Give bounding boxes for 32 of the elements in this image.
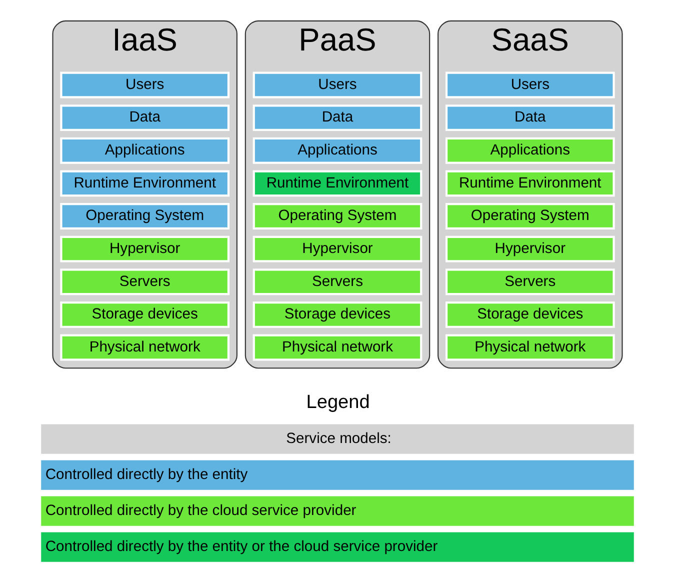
legend-label: Controlled directly by the entity or the cloud service provider — [45, 538, 438, 555]
node-box: Storage devices — [60, 301, 230, 328]
node-box: Runtime Environment — [60, 170, 230, 197]
node-box: Hypervisor — [445, 236, 615, 262]
node-box: Servers — [445, 268, 615, 296]
legend-label: Controlled directly by the cloud service provider — [45, 502, 356, 519]
legend-label: Service models: — [286, 430, 392, 447]
node-box: Servers — [60, 268, 230, 296]
node-box: Physical network — [60, 334, 230, 361]
node-box: Physical network — [445, 334, 615, 361]
node-box: Operating System — [60, 203, 230, 230]
node-box: Operating System — [445, 203, 615, 230]
node-box: Users — [252, 72, 422, 98]
node-box: Runtime Environment — [445, 170, 615, 197]
node-box: Hypervisor — [252, 236, 422, 262]
node-box: Operating System — [252, 203, 422, 230]
node-box: Physical network — [252, 334, 422, 361]
legend-label: Controlled directly by the entity — [45, 466, 248, 483]
node-box: Data — [445, 104, 615, 132]
node-box: Storage devices — [252, 301, 422, 328]
node-box: Applications — [445, 137, 615, 164]
label: Legend — [306, 392, 370, 413]
node-box: Users — [60, 72, 230, 98]
node-box: Storage devices — [445, 301, 615, 328]
node-box: Runtime Environment — [252, 170, 422, 197]
node-box: Applications — [60, 137, 230, 164]
node-box: Servers — [252, 268, 422, 296]
node-box: Hypervisor — [60, 236, 230, 262]
node-box: Applications — [252, 137, 422, 164]
node-box: Data — [252, 104, 422, 132]
node-box: Users — [445, 72, 615, 98]
node-box: Data — [60, 104, 230, 132]
